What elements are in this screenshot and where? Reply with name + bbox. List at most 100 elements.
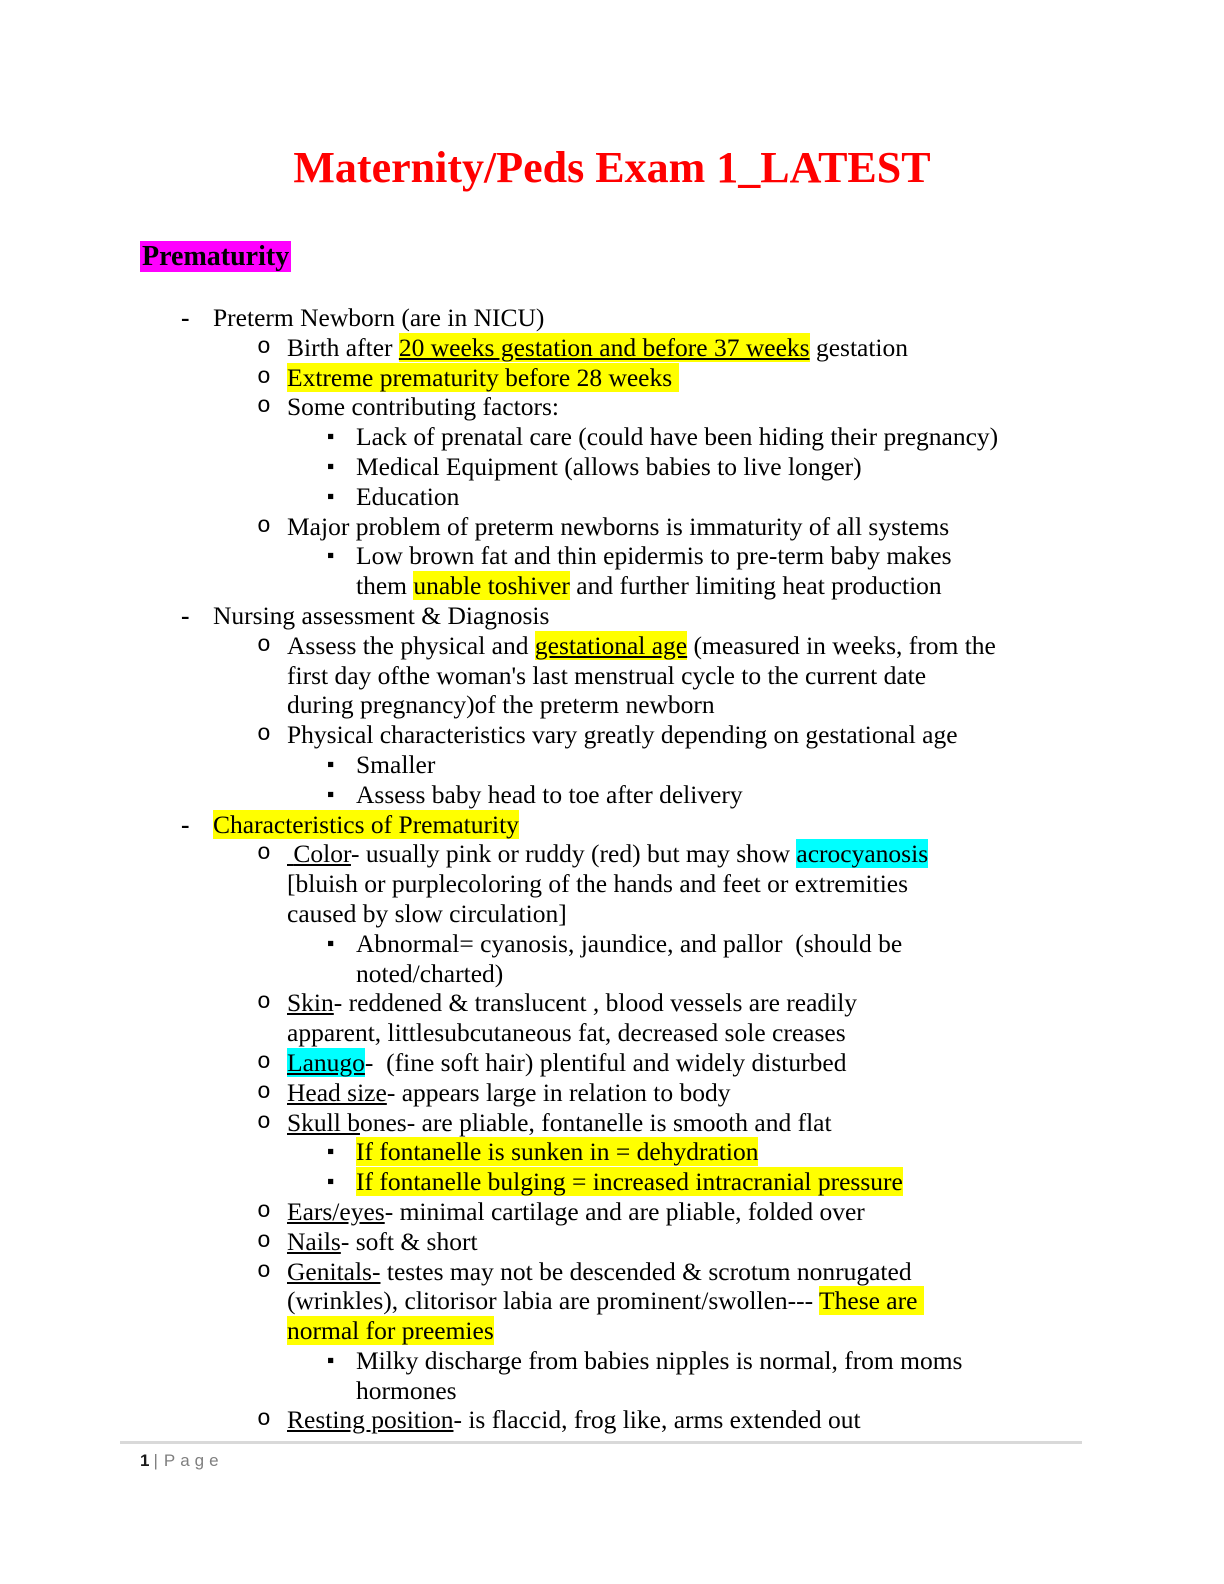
list-item-text: Lack of prenatal care (could have been h…	[356, 422, 1150, 452]
list-item: ▪Assess baby head to toe after delivery	[140, 780, 1150, 810]
text-run: (wrinkles), clitorisor labia are promine…	[287, 1286, 820, 1316]
list-item: ▪ Lack of prenatal care (could have been …	[140, 422, 1150, 452]
text-run: hormones	[356, 1375, 457, 1405]
list-item-text: Preterm Newborn (are in NICU)	[213, 303, 1150, 333]
list-item-text: Lanugo- (fine soft hair) plentiful and w…	[287, 1047, 1150, 1078]
text-run: gestational age	[534, 630, 688, 660]
list-item: ▪ If fontanelle bulging = increased intra…	[140, 1167, 1150, 1197]
list-item-text: Ears/eyes- minimal cartilage and are pli…	[287, 1197, 1150, 1227]
bullet-marker: o	[257, 1197, 271, 1224]
text-run: - is flaccid, frog like, arms extended o…	[453, 1405, 861, 1435]
text-run: Smaller	[356, 749, 436, 779]
text-run: Assess baby head to toe after delivery	[356, 779, 743, 809]
bullet-marker: o	[257, 1406, 271, 1433]
list-item-text: Characteristics of Prematurity	[213, 809, 1150, 840]
text-run: Skin	[287, 988, 334, 1018]
list-item: -Preterm Newborn (are in NICU)	[140, 303, 1150, 333]
list-item-text: Milky discharge from babies nipples is n…	[356, 1346, 1150, 1406]
list-item-text: Education	[356, 482, 1150, 512]
bullet-marker: -	[181, 600, 190, 630]
text-run: them	[356, 571, 414, 601]
text-run: Nursing assessment & Diagnosis	[213, 600, 550, 630]
page-footer: 1|Page	[140, 1451, 224, 1471]
text-run: Low brown fat and thin epidermis to pre-…	[356, 541, 952, 571]
text-run: Lanugo	[287, 1047, 365, 1077]
text-run: ones- are pliable, fontanelle is smooth …	[359, 1107, 832, 1137]
text-run: - appears large in relation to body	[386, 1077, 731, 1107]
text-run: testes may not be descended & scrotum no…	[380, 1256, 912, 1286]
text-run: apparent, littlesubcutaneous fat, decrea…	[287, 1018, 846, 1048]
text-run: Preterm Newborn (are in NICU)	[213, 303, 545, 332]
bullet-marker: o	[257, 512, 271, 539]
list-item: o Genitals- testes may not be descended &…	[140, 1257, 1150, 1346]
bullet-marker: ▪	[327, 424, 335, 449]
bullet-marker: o	[257, 363, 271, 390]
section-heading: Prematurity	[140, 241, 292, 272]
bullet-marker: ▪	[327, 453, 335, 478]
bullet-marker: o	[257, 1078, 271, 1105]
list-item-text: Skull bones- are pliable, fontanelle is …	[287, 1108, 1150, 1138]
list-item: ▪Medical Equipment (allows babies to liv…	[140, 452, 1150, 482]
list-item-text: Extreme prematurity before 28 weeks	[287, 362, 1150, 393]
text-run: Major problem of preterm newborns is imm…	[287, 511, 950, 541]
bullet-marker: ▪	[327, 483, 335, 508]
list-item-text: Color- usually pink or ruddy (red) but m…	[287, 839, 1150, 928]
bullet-marker: o	[257, 1227, 271, 1254]
text-run: Lack of prenatal care (could have been h…	[356, 422, 999, 452]
list-item-text: If fontanelle bulging = increased intrac…	[356, 1167, 1150, 1197]
bullet-marker: ▪	[327, 751, 335, 776]
footer-divider	[120, 1441, 1082, 1444]
text-run: Extreme prematurity before 28 weeks	[287, 362, 679, 392]
document-title: Maternity/Peds Exam 1_LATEST	[293, 143, 931, 192]
text-run: If fontanelle is sunken in = dehydration	[356, 1137, 759, 1167]
list-item: o Nails- soft & short	[140, 1227, 1150, 1257]
footer-page-label: Page	[163, 1451, 224, 1470]
text-run: Ears/eyes	[287, 1196, 385, 1226]
bullet-marker: o	[257, 333, 271, 360]
text-run: caused by slow circulation]	[287, 898, 567, 928]
text-run: (measured in weeks, from the	[687, 630, 996, 660]
text-run: 20 weeks gestation and before 37 weeks	[398, 332, 810, 362]
text-run: Genitals-	[287, 1256, 381, 1286]
bullet-marker: ▪	[327, 1169, 335, 1194]
bullet-marker: o	[257, 631, 271, 658]
bullet-marker: o	[257, 393, 271, 420]
list-item-text: Some contributing factors:	[287, 392, 1150, 422]
text-run: Some contributing factors:	[287, 392, 559, 422]
list-item-text: Genitals- testes may not be descended & …	[287, 1257, 1150, 1346]
list-item-text: Nursing assessment & Diagnosis	[213, 601, 1150, 631]
list-item: o Extreme prematurity before 28 weeks	[140, 362, 1150, 393]
list-item: o Head size- appears large in relation to…	[140, 1078, 1150, 1108]
list-item-text: Nails- soft & short	[287, 1227, 1150, 1257]
list-item: ▪ Milky discharge from babies nipples is …	[140, 1346, 1150, 1406]
list-item-text: Resting position- is flaccid, frog like,…	[287, 1405, 1150, 1435]
text-run: Resting position	[287, 1405, 454, 1435]
text-run: - (fine soft hair) plentiful and widely …	[364, 1047, 847, 1077]
text-run: [bluish or purplecoloring of the hands a…	[287, 869, 909, 899]
bullet-marker: -	[181, 303, 190, 332]
list-item: ▪Low brown fat and thin epidermis to pre…	[140, 541, 1150, 601]
text-run: Nails	[287, 1226, 341, 1256]
list-item-text: Assess baby head to toe after delivery	[356, 780, 1150, 810]
text-run: and further limiting heat production	[569, 571, 942, 601]
text-run: Assess the physical and	[287, 630, 535, 660]
list-item: o Major problem of preterm newborns is im…	[140, 512, 1150, 542]
text-run: - minimal cartilage and are pliable, fol…	[384, 1196, 865, 1226]
bullet-marker: -	[181, 809, 190, 839]
bullet-marker: o	[257, 1257, 271, 1284]
bullet-marker: ▪	[327, 1347, 335, 1372]
text-run: Education	[356, 481, 460, 511]
text-run: unable toshiver	[413, 571, 570, 601]
list-item-text: Low brown fat and thin epidermis to pre-…	[356, 541, 1150, 601]
text-run: Skull b	[287, 1107, 360, 1137]
list-item-text: Head size- appears large in relation to …	[287, 1078, 1150, 1108]
list-item: o Assess the physical and gestational age…	[140, 630, 1150, 720]
text-run: acrocyanosis	[796, 839, 929, 869]
text-run: gestation	[809, 332, 909, 362]
